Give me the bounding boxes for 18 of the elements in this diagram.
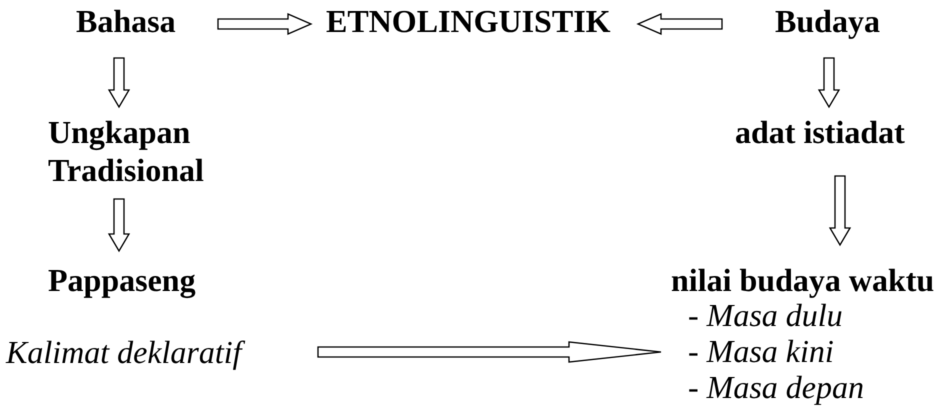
concept-label: Ungkapan Tradisional (48, 113, 208, 189)
concept-label: ETNOLINGUISTIK (326, 2, 616, 40)
list-item: - Masa depan (688, 369, 865, 405)
block-arrow (108, 57, 130, 108)
concept-label: Bahasa (76, 2, 180, 40)
note-text: Kalimat deklaratif (6, 333, 252, 371)
block-arrow (818, 57, 840, 108)
list-item: - Masa kini (688, 333, 835, 369)
concept-label: adat istiadat (735, 113, 915, 151)
list-item: - Masa dulu (688, 297, 844, 333)
concept-label: Budaya (775, 2, 885, 40)
block-arrow (636, 13, 723, 35)
concept-label: Pappaseng (48, 261, 204, 299)
block-arrow (828, 175, 852, 246)
concept-label: nilai budaya waktu (671, 261, 943, 299)
block-arrow (317, 341, 662, 363)
block-arrow (108, 198, 130, 252)
block-arrow (217, 13, 313, 35)
